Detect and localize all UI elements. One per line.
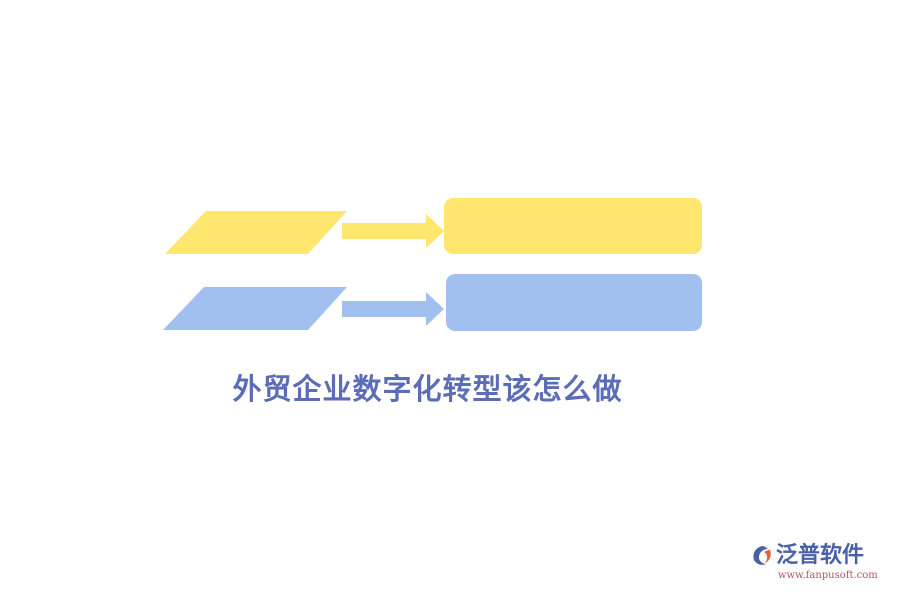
diagram-title: 外贸企业数字化转型该怎么做	[232, 372, 623, 406]
brand-watermark: 泛普软件 www.fanpusoft.com	[750, 542, 890, 582]
parallelogram-step-2	[163, 287, 347, 330]
arrow-step-1	[342, 214, 444, 248]
brand-url: www.fanpusoft.com	[778, 570, 878, 581]
arrow-step-2	[342, 292, 444, 326]
fanpu-logo-icon	[753, 546, 771, 565]
brand-name: 泛普软件	[776, 543, 865, 568]
parallelogram-step-1	[165, 211, 347, 254]
result-box-2	[446, 274, 702, 331]
result-box-1	[444, 198, 702, 254]
